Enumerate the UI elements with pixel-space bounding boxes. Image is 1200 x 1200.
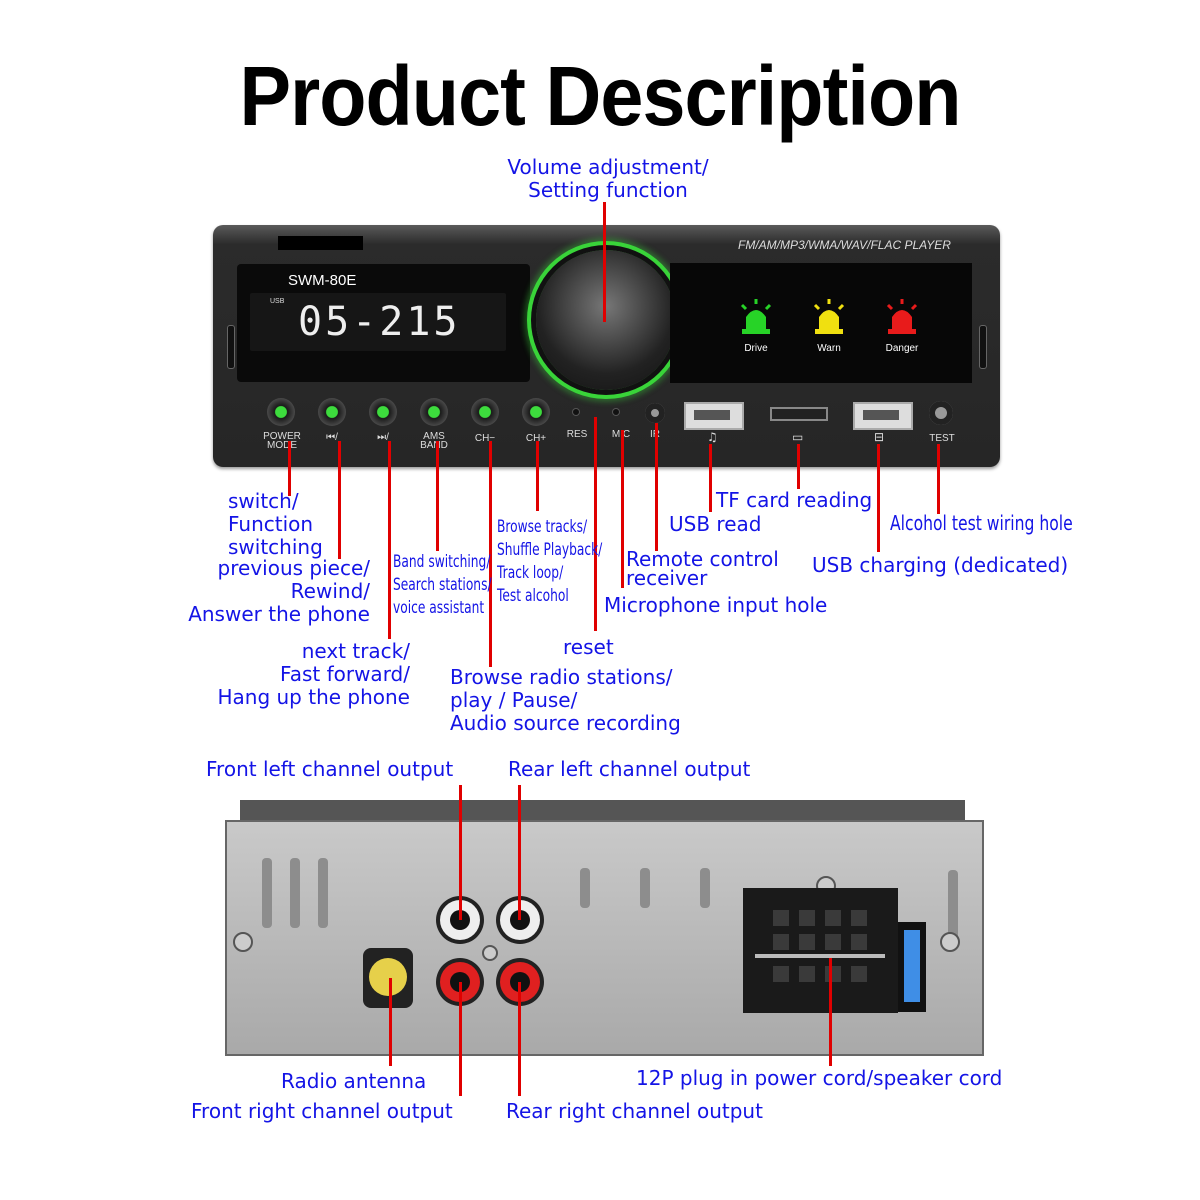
- fuse-holder: [898, 922, 926, 1012]
- rear-vent: [262, 858, 272, 928]
- label-rear-left: Rear left channel output: [508, 757, 751, 781]
- warn-beacon-icon: [813, 299, 845, 334]
- label-band: Band switching/ Search stations/ voice a…: [393, 552, 492, 618]
- rear-vent: [290, 858, 300, 928]
- label-rear-right: Rear right channel output: [506, 1099, 763, 1123]
- right-mount-screw: [940, 932, 960, 952]
- label-front-left: Front left channel output: [206, 757, 454, 781]
- label-previous: previous piece/ Rewind/ Answer the phone: [188, 556, 370, 626]
- test-text: TEST: [929, 433, 955, 444]
- lcd-display: 05-215: [250, 293, 506, 351]
- next-button[interactable]: [369, 398, 397, 426]
- left-mount-screw: [233, 932, 253, 952]
- reset-hole[interactable]: [573, 409, 579, 415]
- ch-plus-text: CH+: [525, 433, 547, 444]
- leader-microphone: [621, 430, 624, 588]
- res-text: RES: [566, 429, 588, 440]
- leader-rear-right: [518, 982, 521, 1096]
- leader-usb-read: [709, 444, 712, 512]
- indicator-label-danger: Danger: [885, 343, 919, 354]
- label-alcohol: Alcohol test wiring hole: [890, 511, 1073, 535]
- leader-usb-charging: [877, 444, 880, 552]
- prev-button[interactable]: [318, 398, 346, 426]
- leader-volume: [603, 202, 606, 322]
- label-next: next track/ Fast forward/ Hang up the ph…: [217, 639, 410, 709]
- leader-browse-tracks: [536, 441, 539, 511]
- drive-beacon-icon: [740, 299, 772, 334]
- leader-alcohol: [937, 444, 940, 514]
- ams-band-button[interactable]: [420, 398, 448, 426]
- label-switch: switch/ Function switching: [228, 489, 323, 559]
- volume-knob[interactable]: [536, 250, 676, 390]
- power-mode-button[interactable]: [267, 398, 295, 426]
- rear-vent: [318, 858, 328, 928]
- label-remote: Remote control receiver: [626, 547, 779, 590]
- indicator-label-drive: Drive: [744, 343, 768, 354]
- rear-vent: [948, 870, 958, 950]
- leader-front-right: [459, 982, 462, 1096]
- ch-plus-button[interactable]: [522, 398, 550, 426]
- usb-charging-port[interactable]: [853, 402, 913, 430]
- ir-receiver: [645, 403, 665, 423]
- folder-icon: ▭: [792, 430, 804, 444]
- leader-12p: [829, 958, 832, 1066]
- disc-slot: [278, 236, 363, 250]
- leader-band: [436, 441, 439, 551]
- test-jack[interactable]: [929, 401, 953, 425]
- rca-screw: [482, 945, 498, 961]
- left-side-clip: [227, 325, 235, 369]
- iso-12p-connector: [743, 888, 898, 1013]
- label-browse-tracks: Browse tracks/ Shuffle Playback/ Track l…: [497, 517, 603, 606]
- iso-pin-grid-icon: [755, 910, 885, 982]
- lcd-usb-tag: USB: [270, 298, 285, 305]
- right-side-clip: [979, 325, 987, 369]
- label-reset: reset: [563, 635, 614, 659]
- label-browse-radio: Browse radio stations/ play / Pause/ Aud…: [450, 665, 681, 735]
- page-title: Product Description: [239, 49, 961, 143]
- battery-icon: ⊟: [874, 430, 885, 444]
- leader-reset: [594, 417, 597, 631]
- leader-previous: [338, 441, 341, 559]
- leader-tf-card: [797, 444, 800, 489]
- ch-minus-button[interactable]: [471, 398, 499, 426]
- leader-browse-radio: [489, 441, 492, 667]
- model-label: SWM-80E: [288, 272, 357, 289]
- usb-read-port[interactable]: [684, 402, 744, 430]
- leader-remote: [655, 423, 658, 551]
- radio-antenna-port: [363, 948, 413, 1008]
- label-12p-plug: 12P plug in power cord/speaker cord: [636, 1066, 1003, 1090]
- format-text: FM/AM/MP3/WMA/WAV/FLAC PLAYER: [738, 238, 951, 252]
- music-icon: ♫: [707, 430, 718, 444]
- label-usb-read: USB read: [669, 512, 762, 536]
- rear-vent: [640, 868, 650, 908]
- leader-rear-left: [518, 785, 521, 920]
- label-microphone: Microphone input hole: [604, 593, 828, 617]
- danger-beacon-icon: [886, 299, 918, 334]
- leader-antenna: [389, 978, 392, 1066]
- ch-minus-text: CH−: [474, 433, 496, 444]
- power-mode-text: POWER MODE: [263, 431, 301, 451]
- next-text: ⏭/: [377, 432, 389, 443]
- label-radio-antenna: Radio antenna: [281, 1069, 427, 1093]
- label-tf-card: TF card reading: [716, 488, 873, 512]
- rear-vent: [700, 868, 710, 908]
- leader-next: [388, 441, 391, 639]
- label-volume: Volume adjustment/ Setting function: [507, 155, 709, 202]
- leader-switch: [288, 441, 291, 496]
- rear-vent: [580, 868, 590, 908]
- label-usb-charging: USB charging (dedicated): [812, 553, 1069, 577]
- indicator-label-warn: Warn: [817, 343, 841, 354]
- tf-card-slot[interactable]: [770, 407, 828, 421]
- rear-top-edge: [240, 800, 965, 822]
- prev-text: ⏮/: [326, 432, 338, 443]
- leader-front-left: [459, 785, 462, 920]
- ams-band-text: AMS BAND: [420, 431, 448, 451]
- label-front-right: Front right channel output: [191, 1099, 453, 1123]
- mic-hole: [613, 409, 619, 415]
